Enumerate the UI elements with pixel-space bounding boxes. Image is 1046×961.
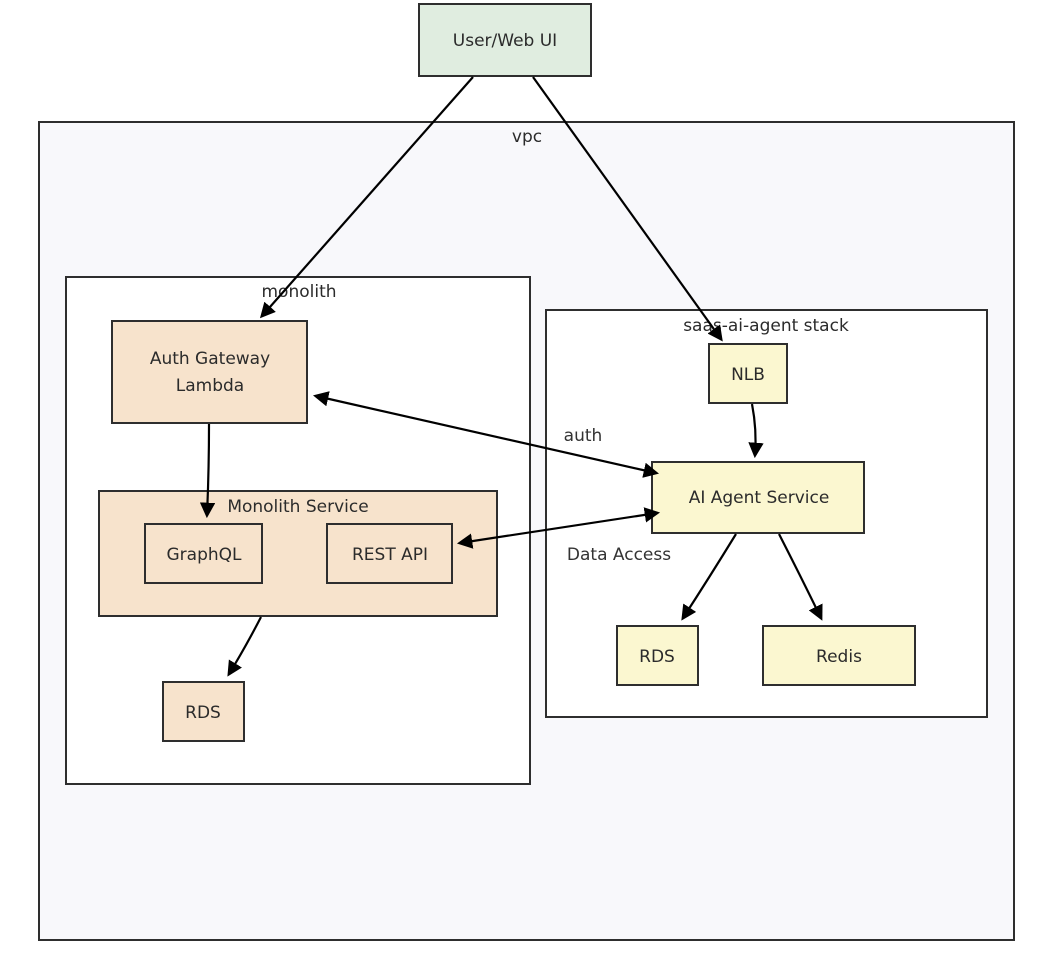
edge-user-to-auth-gateway <box>259 76 474 319</box>
edge-auth-gateway-to-graphql <box>199 423 216 519</box>
nlb-node <box>708 343 788 404</box>
auth-gateway-label-line2: Lambda <box>176 376 244 396</box>
user-web-ui-node <box>418 3 592 77</box>
monolith-rds-label: RDS <box>185 703 221 723</box>
edge-nlb-to-ai-agent <box>748 403 764 459</box>
agent-rds-node <box>616 625 699 686</box>
edge-rest-api-to-ai-agent <box>456 507 661 549</box>
auth-gateway-node <box>111 320 308 424</box>
saas-stack-label: saas-ai-agent stack <box>683 316 849 336</box>
redis-node <box>762 625 916 686</box>
nlb-label: NLB <box>731 365 765 385</box>
vpc-label: vpc <box>512 127 542 147</box>
edge-auth-gateway-to-ai-agent <box>312 391 660 478</box>
rest-api-label: REST API <box>352 545 428 565</box>
monolith-rds-node <box>162 681 245 742</box>
edge-ai-agent-to-redis <box>778 533 823 621</box>
edge-user-to-nlb <box>532 76 723 342</box>
graphql-node <box>144 523 263 584</box>
monolith-service-label: Monolith Service <box>227 497 368 517</box>
monolith-label: monolith <box>261 282 336 302</box>
ai-agent-service-node <box>651 461 865 534</box>
redis-label: Redis <box>816 647 862 667</box>
auth-gateway-label-line1: Auth Gateway <box>150 349 270 369</box>
rest-api-node <box>326 523 453 584</box>
edge-label-data-access: Data Access <box>567 545 671 565</box>
graphql-label: GraphQL <box>167 545 243 565</box>
edge-ai-agent-to-agent-rds <box>681 533 737 621</box>
user-web-ui-label: User/Web UI <box>453 31 557 51</box>
edge-label-auth: auth <box>564 426 603 446</box>
edge-monolith-service-to-rds <box>227 616 262 677</box>
agent-rds-label: RDS <box>639 647 675 667</box>
ai-agent-service-label: AI Agent Service <box>689 488 830 508</box>
